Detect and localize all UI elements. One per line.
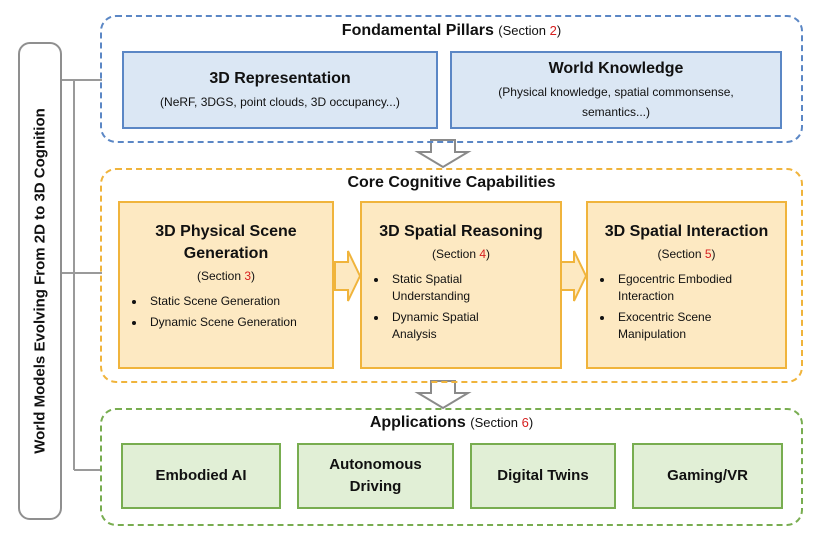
spatial-interaction-section-ref: (Section 5) <box>657 247 716 261</box>
core-section <box>100 168 803 383</box>
spatial-reasoning-title: 3D Spatial Reasoning <box>379 223 543 240</box>
arrow-right-generation-to-reasoning <box>334 250 362 302</box>
pillars-title: Fondamental Pillars (Section 2) <box>100 22 803 40</box>
bullet-item: Dynamic Spatial Analysis <box>388 309 512 343</box>
bullet-item: Dynamic Scene Generation <box>146 314 324 331</box>
world-knowledge-box: World Knowledge (Physical knowledge, spa… <box>450 51 782 129</box>
applications-section-ref: (Section 6) <box>470 415 534 430</box>
bullet-item: Static Spatial Understanding <box>388 271 512 305</box>
applications-title: Applications (Section 6) <box>100 414 803 432</box>
spatial-interaction-title: 3D Spatial Interaction <box>604 223 769 240</box>
representation-subtitle: (NeRF, 3DGS, point clouds, 3D occupancy.… <box>160 95 400 109</box>
pillars-section-ref: (Section 2) <box>498 23 562 38</box>
application-autonomous-driving: Autonomous Driving <box>297 443 454 509</box>
side-label-text: World Models Evolving From 2D to 3D Cogn… <box>31 108 49 454</box>
pillars-title-text: Fondamental Pillars <box>341 22 494 39</box>
spatial-reasoning-bullets: Static Spatial Understanding Dynamic Spa… <box>370 271 552 347</box>
applications-title-text: Applications <box>369 414 466 431</box>
world-knowledge-title: World Knowledge <box>548 60 684 77</box>
application-gaming-vr: Gaming/VR <box>632 443 783 509</box>
arrow-right-reasoning-to-interaction <box>560 250 588 302</box>
spatial-reasoning-box: 3D Spatial Reasoning (Section 4) Static … <box>360 201 562 369</box>
application-embodied-ai: Embodied AI <box>121 443 281 509</box>
spatial-reasoning-section-ref: (Section 4) <box>431 247 491 261</box>
arrow-down-pillars-to-core <box>414 139 472 169</box>
bullet-item: Egocentric Embodied Interaction <box>614 271 749 305</box>
spatial-interaction-box: 3D Spatial Interaction (Section 5) Egoce… <box>586 201 787 369</box>
core-title: Core Cognitive Capabilities <box>347 174 556 191</box>
scene-generation-box: 3D Physical Scene Generation (Section 3)… <box>118 201 334 369</box>
applications-section <box>100 408 803 526</box>
scene-generation-section-ref: (Section 3) <box>196 269 256 283</box>
side-label-pill <box>18 42 62 520</box>
representation-title: 3D Representation <box>209 70 351 87</box>
bullet-item: Static Scene Generation <box>146 293 324 310</box>
scene-generation-bullets: Static Scene Generation Dynamic Scene Ge… <box>128 293 324 335</box>
bullet-item: Exocentric Scene Manipulation <box>614 309 749 343</box>
scene-generation-title: 3D Physical Scene Generation <box>155 223 297 262</box>
world-knowledge-subtitle: (Physical knowledge, spatial commonsense… <box>498 85 734 119</box>
spatial-interaction-bullets: Egocentric Embodied Interaction Exocentr… <box>596 271 777 347</box>
arrow-down-core-to-applications <box>414 380 472 410</box>
representation-box: 3D Representation (NeRF, 3DGS, point clo… <box>122 51 438 129</box>
pillars-section <box>100 15 803 143</box>
application-digital-twins: Digital Twins <box>470 443 616 509</box>
